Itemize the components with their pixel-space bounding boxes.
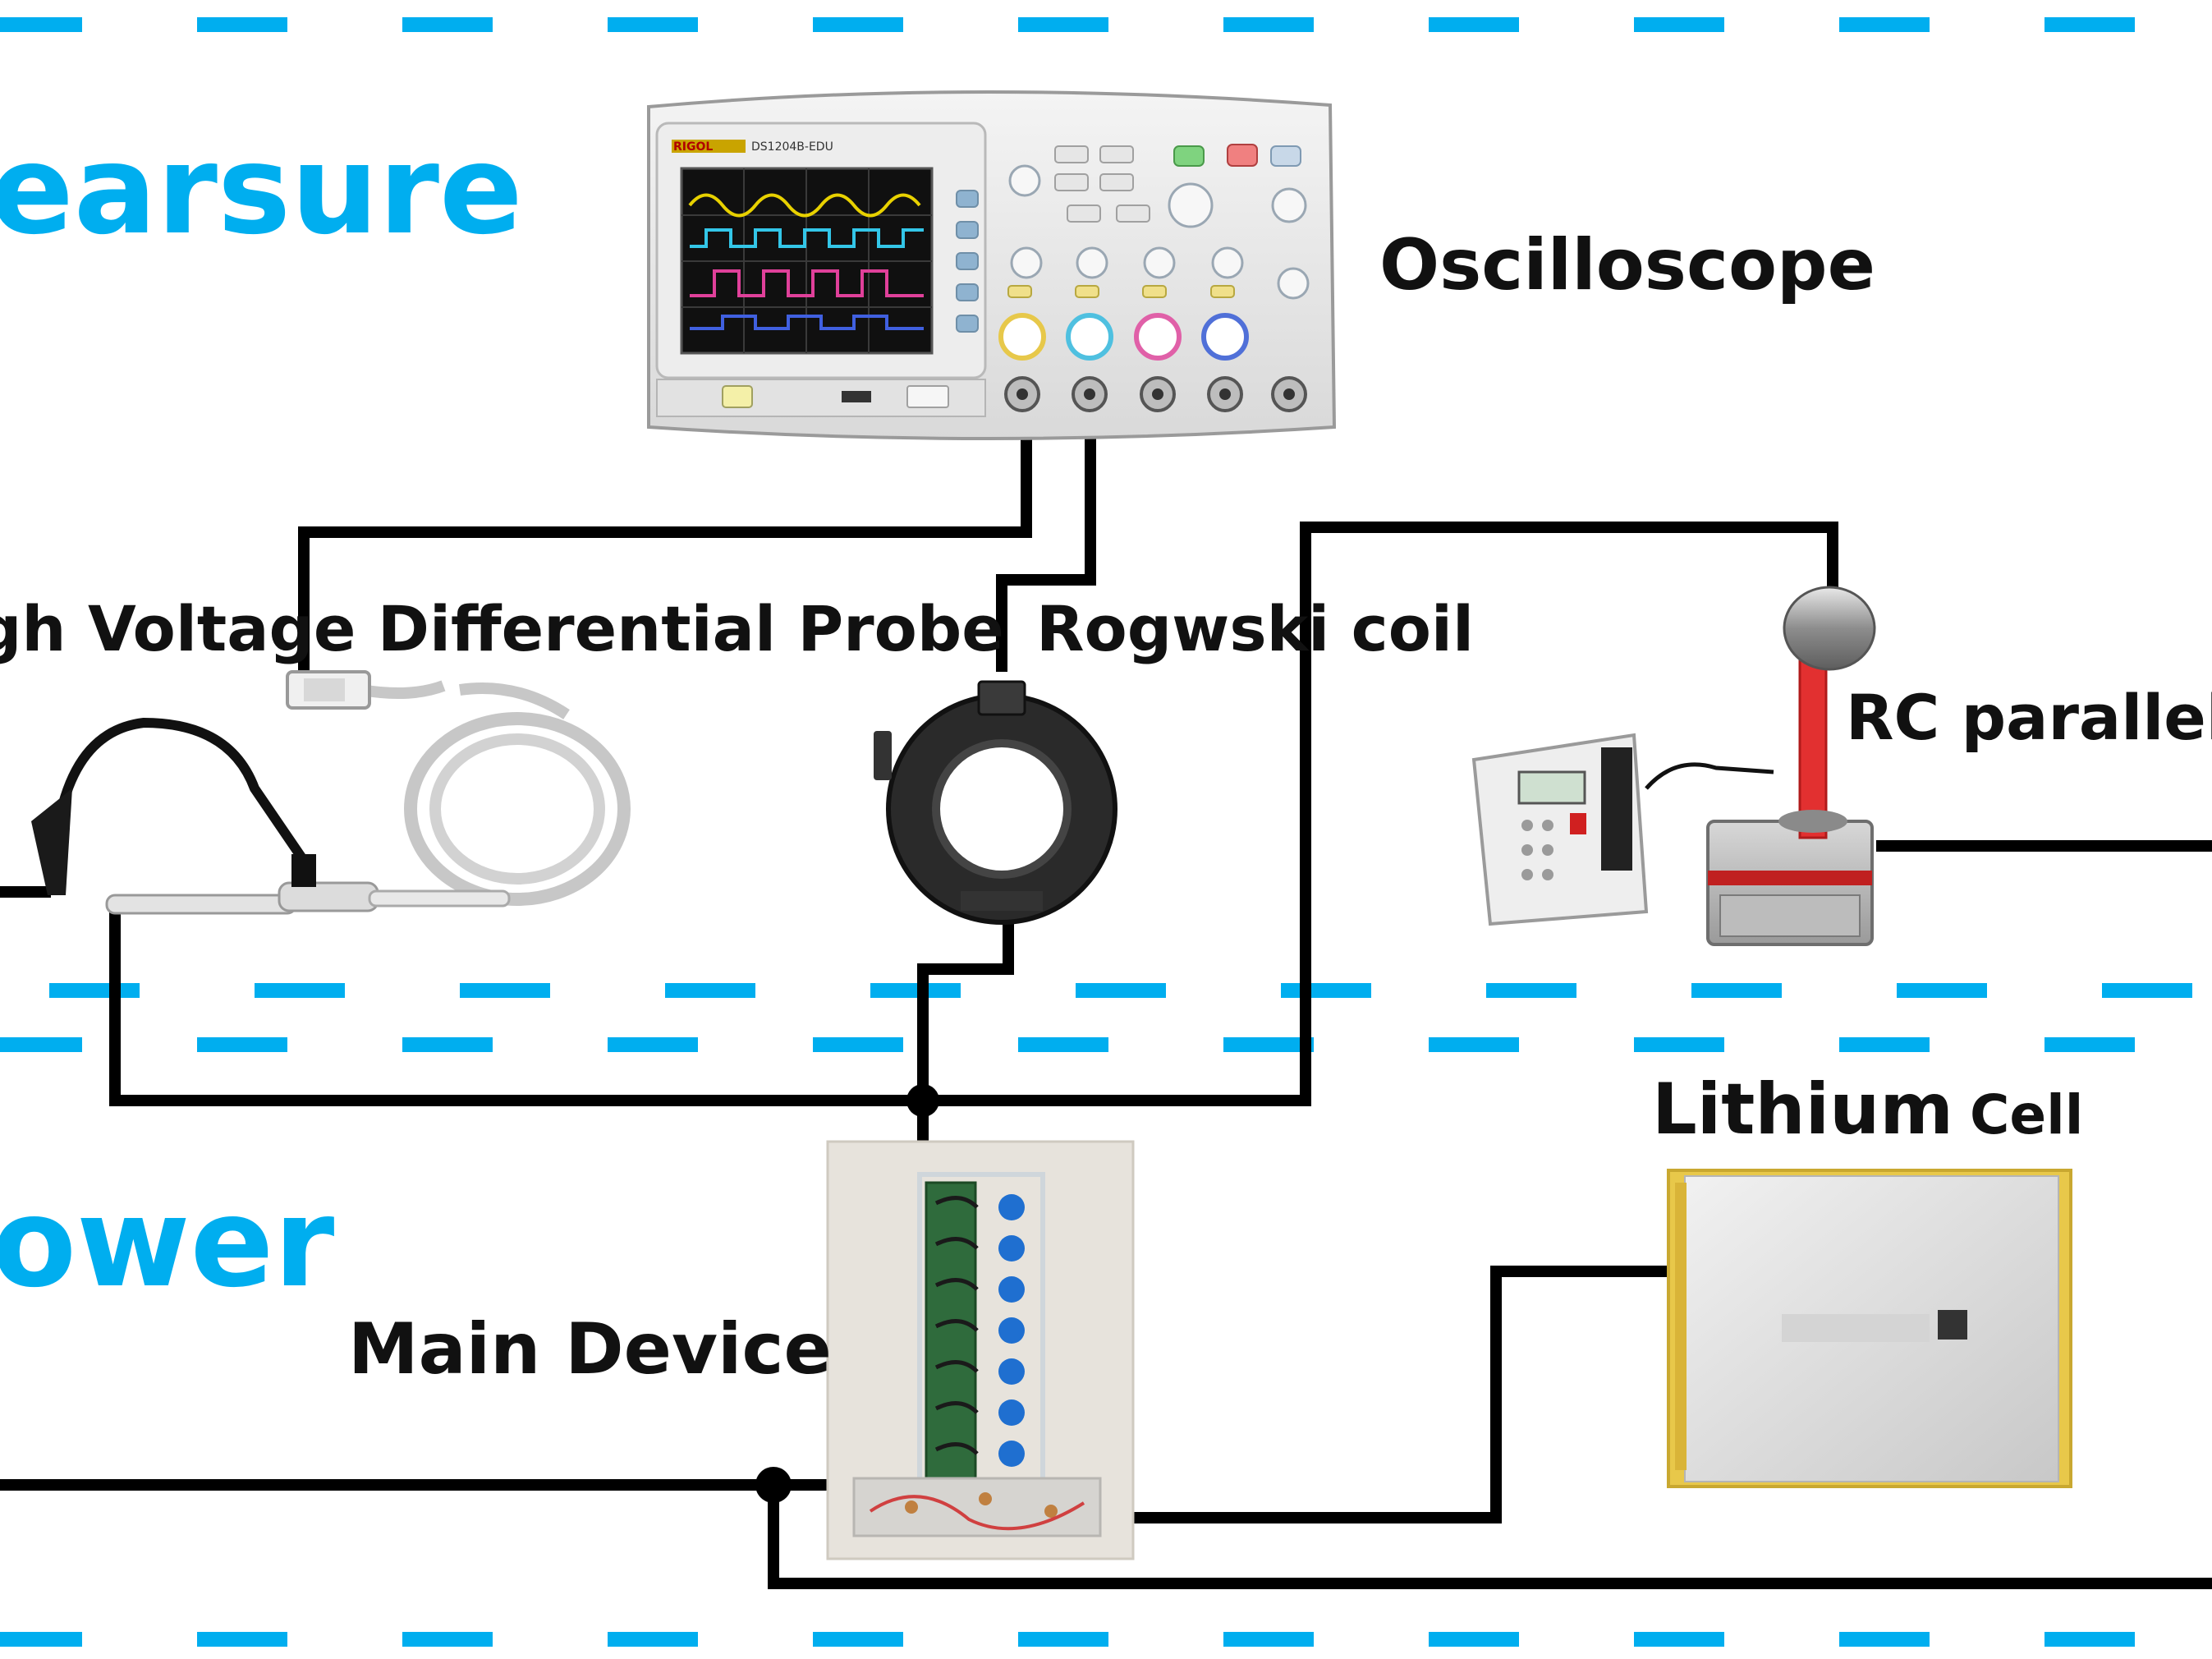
label-lithium-suffix: Cell bbox=[1970, 1083, 2083, 1147]
section-title-measure: earsure bbox=[0, 119, 523, 262]
wire-scope-to-probe bbox=[298, 386, 1032, 673]
label-rc-divider: RC parallel d bbox=[1846, 681, 2212, 754]
label-rogowski-coil: Rogwski coil bbox=[1036, 592, 1474, 665]
label-oscilloscope: Oscilloscope bbox=[1379, 224, 1875, 306]
label-differential-probe: gh Voltage Differential Probe bbox=[0, 592, 1004, 665]
oscilloscope-icon: RIGOL DS1204B-EDU bbox=[647, 90, 1337, 440]
wire-scope-to-rogowski bbox=[996, 386, 1096, 672]
main-device-photo bbox=[826, 1140, 1135, 1560]
label-lithium: Lithium Cell bbox=[1652, 1068, 2083, 1151]
section-dividers bbox=[0, 17, 2212, 1647]
lithium-cell-icon bbox=[1667, 1169, 2072, 1488]
junction-dot-lower bbox=[755, 1467, 792, 1503]
rogowski-coil-icon bbox=[874, 680, 1117, 925]
wire-return bbox=[768, 1485, 2212, 1589]
control-box-icon bbox=[1471, 733, 1774, 926]
rc-divider-icon bbox=[1706, 586, 1876, 946]
junction-dot-upper bbox=[906, 1084, 939, 1117]
label-lithium-main: Lithium bbox=[1652, 1068, 1953, 1151]
wire-device-to-cell bbox=[1117, 1266, 1668, 1523]
differential-probe-icon bbox=[31, 670, 631, 915]
wire-probe-to-bus bbox=[109, 522, 1838, 1106]
oscilloscope-brand: RIGOL bbox=[673, 140, 713, 154]
section-title-power: ower bbox=[0, 1172, 334, 1315]
label-main-device: Main Device bbox=[348, 1308, 832, 1390]
oscilloscope-model: DS1204B-EDU bbox=[751, 140, 833, 154]
